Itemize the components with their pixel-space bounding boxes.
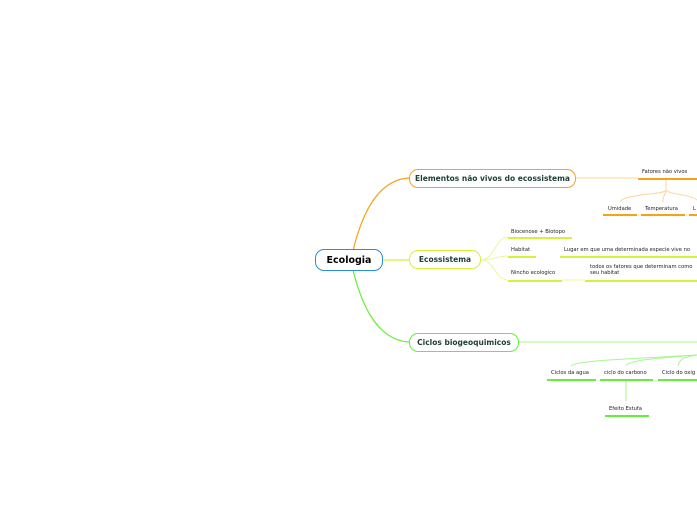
topic-l[interactable]: L: [693, 206, 696, 212]
topic-habitat[interactable]: Habitat: [511, 247, 531, 253]
underline: [547, 379, 596, 381]
node-label: Ciclos biogeoquimicos: [417, 338, 511, 347]
underline: [508, 280, 562, 282]
node-elementos-nao-vivos[interactable]: Elementos não vivos do ecossistema: [409, 169, 576, 188]
topic-umidade[interactable]: Umidade: [608, 206, 632, 212]
underline: [638, 178, 697, 180]
node-label: Elementos não vivos do ecossistema: [415, 174, 570, 183]
underline: [689, 214, 697, 216]
underline: [641, 214, 685, 216]
node-ecossistema[interactable]: Ecossistema: [409, 250, 481, 269]
underline: [508, 237, 572, 239]
nincho-detail-line1[interactable]: todos os fatores que determinam como: [590, 264, 693, 270]
nincho-detail-line2[interactable]: seu habitat: [590, 270, 620, 276]
node-label: Ecossistema: [418, 255, 472, 264]
topic-ciclo-do-oxigenio[interactable]: Ciclo do oxig: [662, 370, 696, 376]
underline: [603, 214, 637, 216]
node-ciclos-biogeoquimicos[interactable]: Ciclos biogeoquimicos: [409, 333, 519, 352]
topic-ciclos-da-agua[interactable]: Ciclos da agua: [551, 370, 589, 376]
underline: [508, 256, 536, 258]
underline: [605, 415, 649, 417]
topic-temperatura[interactable]: Temperatura: [645, 206, 678, 212]
topic-nincho-ecologico[interactable]: Nincho ecologico: [511, 270, 556, 276]
underline: [560, 256, 697, 258]
root-node-ecologia[interactable]: Ecologia: [315, 249, 383, 271]
topic-biocenose-biotopo[interactable]: Biocenose + Biotopo: [511, 229, 566, 235]
underline: [658, 379, 697, 381]
topic-efeito-estufa[interactable]: Efeito Estufa: [609, 406, 642, 412]
habitat-detail[interactable]: Lugar em que uma determinada especie viv…: [564, 247, 691, 253]
underline: [600, 379, 653, 381]
root-label: Ecologia: [326, 254, 372, 266]
topic-fatores-nao-vivos[interactable]: Fatores não vivos: [642, 169, 688, 175]
topic-ciclo-do-carbono[interactable]: ciclo do carbono: [604, 370, 647, 376]
underline: [585, 280, 697, 282]
